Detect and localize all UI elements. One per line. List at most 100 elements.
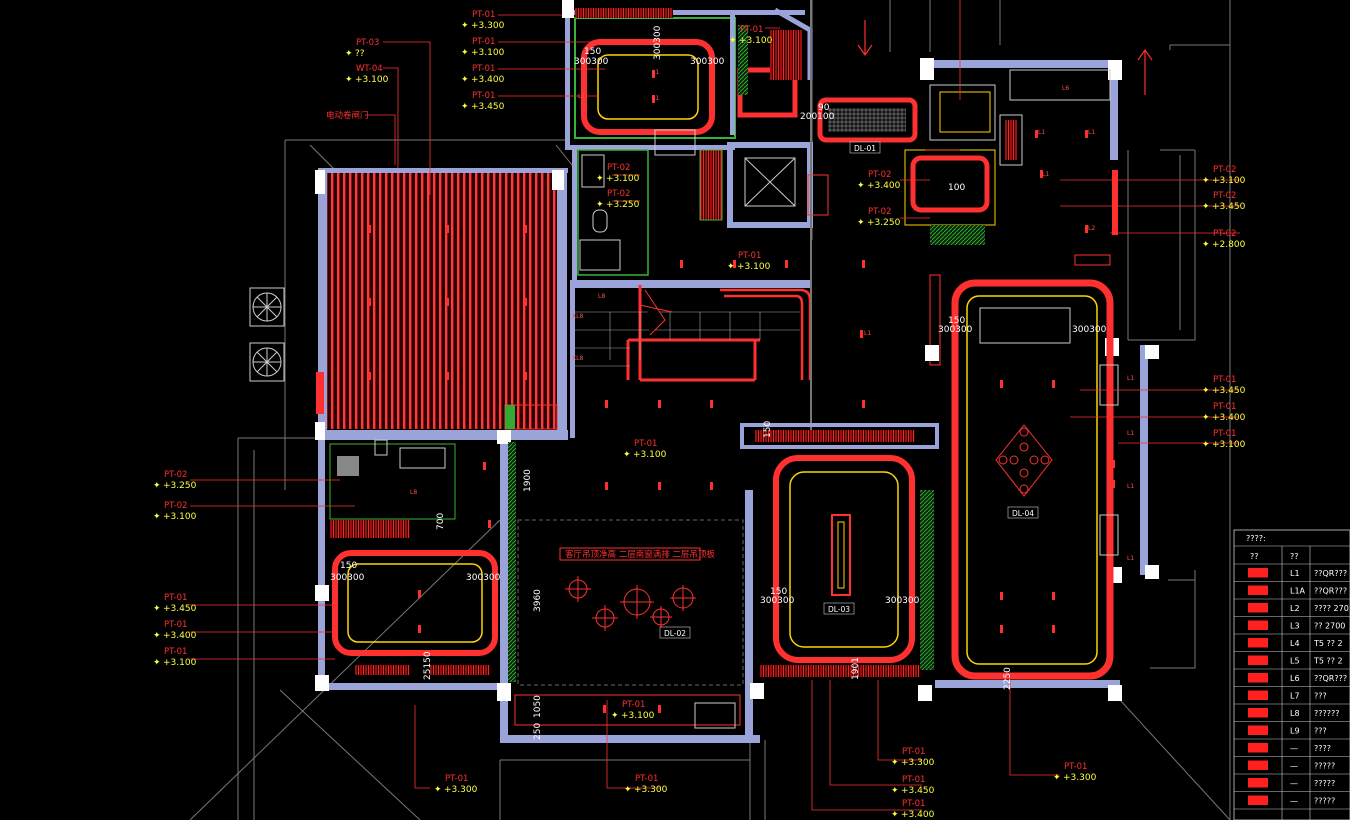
callout-code: PT-01 <box>634 439 657 449</box>
callout-code: PT-01 <box>472 91 495 101</box>
dim-text: 25150 <box>423 651 433 680</box>
callout-elevation: +3.100 <box>739 36 773 46</box>
callout-code: PT-03 <box>356 38 379 48</box>
fixture-tag-dl02: DL-02 <box>664 629 686 638</box>
callout-code: PT-01 <box>738 251 761 261</box>
legend-symbol-icon <box>1248 568 1268 578</box>
callout-elevation: +3.250 <box>867 218 901 228</box>
legend-code: L6 <box>1290 674 1300 683</box>
callout-elevation: +3.100 <box>1212 440 1246 450</box>
callout-elevation: +3.400 <box>867 181 901 191</box>
legend-symbol-icon <box>1248 708 1268 718</box>
elevation-marker-icon: ✦ <box>153 512 161 522</box>
callout-code: PT-01 <box>622 700 645 710</box>
dim-text: 300300 <box>938 325 973 335</box>
dim-text: 200100 <box>800 112 835 122</box>
room-dl04 <box>918 274 1159 701</box>
elevation-marker-icon: ✦ <box>345 49 353 59</box>
legend-description: ?? 2700 <box>1314 622 1345 631</box>
callout-elevation: +3.250 <box>606 200 640 210</box>
legend-symbol-icon <box>1248 778 1268 788</box>
elevation-marker-icon: ✦ <box>153 604 161 614</box>
legend-description: ??QR??? <box>1314 569 1347 578</box>
elevation-marker-icon: ✦ <box>857 181 865 191</box>
legend-description: ??? <box>1314 692 1327 701</box>
dim-text: 150 <box>340 561 357 571</box>
elevation-marker-icon: ✦ <box>727 262 735 272</box>
elevation-marker-icon: ✦ <box>729 36 737 46</box>
callout-elevation: +3.400 <box>901 810 935 820</box>
lower-center-room <box>497 430 760 743</box>
callout-code: PT-02 <box>1213 229 1236 239</box>
callout-elevation: +3.400 <box>1212 413 1246 423</box>
garage-walls <box>318 168 568 440</box>
elevation-marker-icon: ✦ <box>1053 773 1061 783</box>
legend-description: ???? 270 <box>1314 604 1349 613</box>
callout-code: PT-02 <box>868 170 891 180</box>
fan-symbols <box>249 287 285 382</box>
dim-text: 300300 <box>885 596 920 606</box>
callout-elevation: +3.400 <box>163 631 197 641</box>
svg-text:L1: L1 <box>1127 555 1134 562</box>
elevation-marker-icon: ✦ <box>596 200 604 210</box>
callout-code: PT-01 <box>1064 762 1087 772</box>
svg-text:L1: L1 <box>1042 171 1049 178</box>
legend-table: ????: ?? ?? L1??QR???L1A??QR???L2???? 27… <box>1233 529 1350 820</box>
callout-labels: PT-01✦+3.300PT-01✦+3.100PT-01✦+3.400PT-0… <box>153 10 1246 820</box>
legend-code: — <box>1290 744 1298 753</box>
elevation-marker-icon: ✦ <box>623 450 631 460</box>
callout-elevation: +3.300 <box>901 758 935 768</box>
legend-description: ??QR??? <box>1314 674 1347 683</box>
callout-elevation: +3.450 <box>1212 386 1246 396</box>
svg-text:L1: L1 <box>652 69 659 76</box>
kitchen-zone <box>920 58 1122 266</box>
elevation-marker-icon: ✦ <box>624 785 632 795</box>
legend-code: L5 <box>1290 657 1300 666</box>
elevation-marker-icon: ✦ <box>153 631 161 641</box>
dim-text: 250 <box>533 723 543 740</box>
legend-description: ???? <box>1314 744 1331 753</box>
legend-code: L1 <box>1290 569 1300 578</box>
svg-text:L1: L1 <box>1127 375 1134 382</box>
elevation-marker-icon: ✦ <box>1202 202 1210 212</box>
room-dl03 <box>740 423 939 699</box>
elevation-marker-icon: ✦ <box>461 21 469 31</box>
callout-elevation: +2.800 <box>1212 240 1246 250</box>
elevation-marker-icon: ✦ <box>857 218 865 228</box>
dim-text: 1900 <box>523 469 533 492</box>
legend-code: L1A <box>1290 587 1306 596</box>
callout-elevation: +3.400 <box>471 75 505 85</box>
callout-code: PT-01 <box>472 10 495 20</box>
dimension-texts: 150 300300 300300 90 200100 1900 3960 10… <box>330 25 1107 740</box>
legend-symbol-icon <box>1248 673 1268 683</box>
callout-elevation: +3.450 <box>163 604 197 614</box>
legend-code: L7 <box>1290 692 1300 701</box>
elevation-marker-icon: ✦ <box>153 481 161 491</box>
callout-elevation: +3.300 <box>634 785 668 795</box>
svg-text:L1: L1 <box>1038 129 1045 136</box>
section-arrows <box>857 20 1153 95</box>
legend-code: L3 <box>1290 622 1300 631</box>
dim-text: 150 <box>948 316 965 326</box>
elevation-marker-icon: ✦ <box>1202 240 1210 250</box>
fixture-tags: DL-01 DL-02 DL-03 DL-04 <box>659 141 1039 639</box>
callout-code: PT-01 <box>1213 429 1236 439</box>
callout-code: PT-02 <box>1213 191 1236 201</box>
svg-text:XL8: XL8 <box>572 355 583 362</box>
elevation-marker-icon: ✦ <box>891 758 899 768</box>
callout-elevation: +3.100 <box>737 262 771 272</box>
svg-text:L1: L1 <box>578 93 585 100</box>
legend-title: ????: <box>1246 534 1266 543</box>
dim-text: 150 <box>584 47 601 57</box>
callout-elevation: ?? <box>355 49 365 59</box>
callout-code: PT-01 <box>164 647 187 657</box>
callout-elevation: +3.100 <box>633 450 667 460</box>
svg-text:L1: L1 <box>1088 129 1095 136</box>
staircase <box>570 280 812 438</box>
dim-text: 700 <box>436 513 446 530</box>
dim-text: 300300 <box>653 25 663 60</box>
fixture-tag-dl04: DL-04 <box>1012 509 1034 518</box>
bathroom-small <box>572 145 649 280</box>
